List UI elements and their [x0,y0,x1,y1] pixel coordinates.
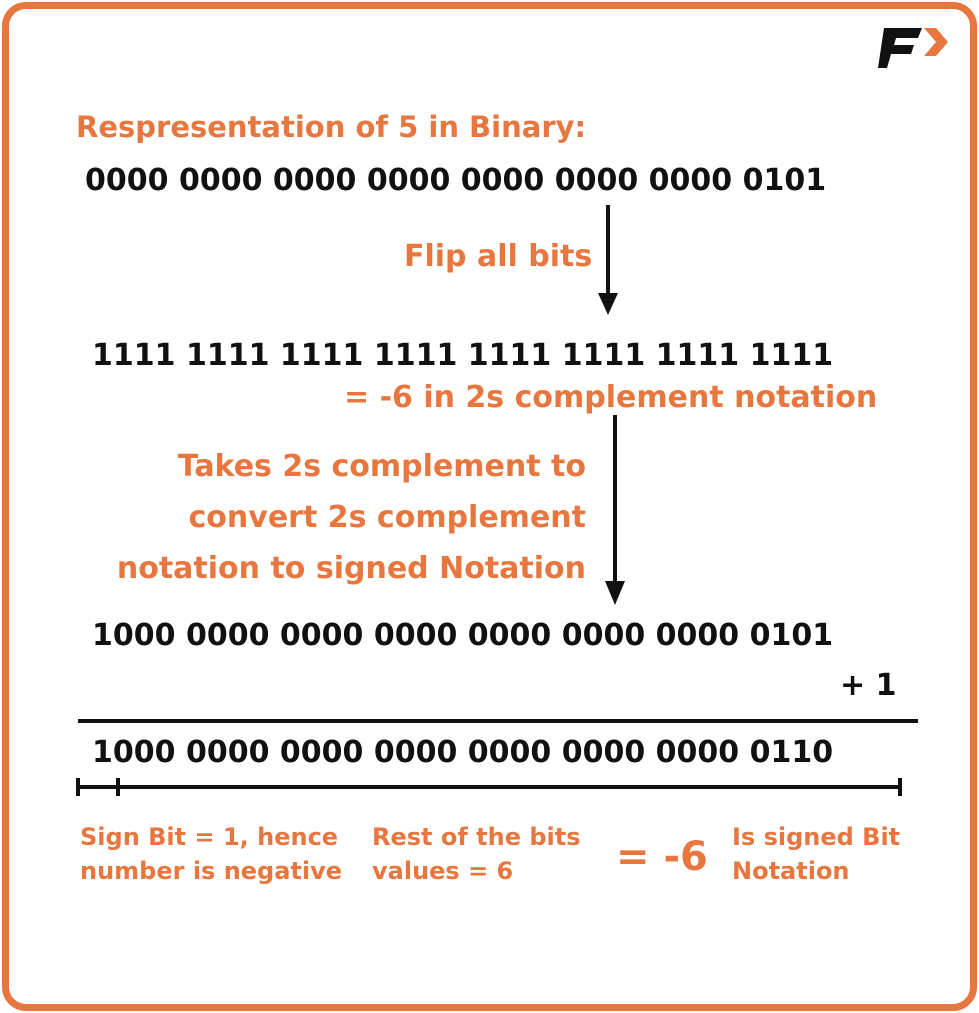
diagram-title: Respresentation of 5 in Binary: [76,110,587,144]
conversion-label-line-1: Takes 2s complement to [177,449,586,484]
signed-notation-note-line-2: Notation [732,857,850,885]
sign-bit-note: Sign Bit = 1, hence number is negative [80,820,342,888]
logo-f-arrow-icon [878,28,948,68]
result-bits: 1000 0000 0000 0000 0000 0000 0000 0110 [92,735,834,770]
twos-complement-note: = -6 in 2s complement notation [344,380,878,415]
rest-bits-note-line-1: Rest of the bits [372,823,581,851]
plus-one: + 1 [840,668,897,703]
flipped-bits: 1111 1111 1111 1111 1111 1111 1111 1111 [92,338,834,373]
conversion-label: Takes 2s complement to convert 2s comple… [117,441,586,594]
conversion-label-line-3: notation to signed Notation [116,551,586,586]
signed-notation-note: Is signed Bit Notation [732,820,900,888]
binary-five: 0000 0000 0000 0000 0000 0000 0000 0101 [85,163,827,198]
flip-bits-label: Flip all bits [404,239,593,274]
conversion-label-line-2: convert 2s complement [188,500,586,535]
rest-bits-note-line-2: values = 6 [372,857,514,885]
equals-value: = -6 [616,834,708,880]
signed-notation-note-line-1: Is signed Bit [732,823,901,851]
sign-bit-note-line-1: Sign Bit = 1, hence [80,823,339,851]
arrow-down-2 [605,415,625,605]
sign-bit-note-line-2: number is negative [80,857,343,885]
rest-bits-note: Rest of the bits values = 6 [372,820,581,888]
bit-range-bracket [76,778,902,796]
arrow-down-1 [598,205,618,315]
signed-intermediate-bits: 1000 0000 0000 0000 0000 0000 0000 0101 [92,618,834,653]
sum-line [78,719,918,723]
